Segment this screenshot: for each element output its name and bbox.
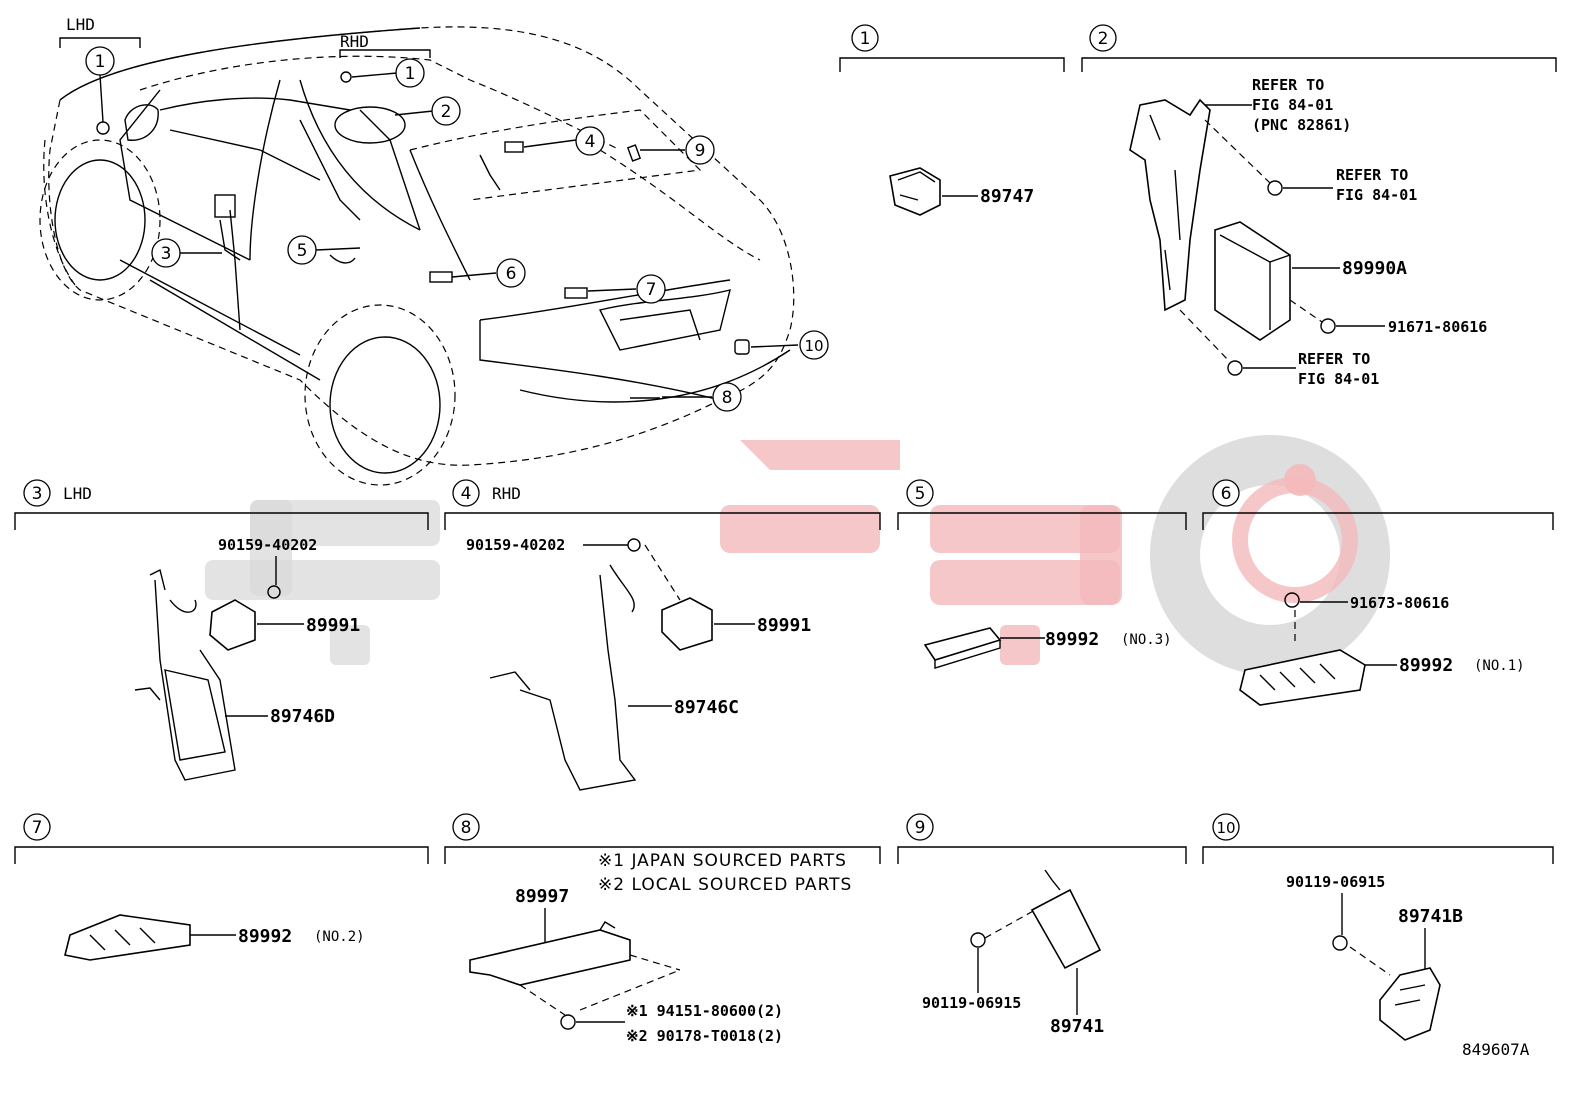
part-89990A-label: 89990A xyxy=(1342,258,1407,279)
s8-legend-1: ※1 JAPAN SOURCED PARTS xyxy=(598,851,847,871)
section-7: 7 89992 (NO.2) xyxy=(14,813,429,961)
refer-1-line-3: (PNC 82861) xyxy=(1252,116,1351,134)
section-7-number: 7 xyxy=(32,818,43,838)
refer-3-line-2: FIG 84-01 xyxy=(1298,370,1379,388)
figure-code: 849607A xyxy=(1462,1040,1530,1059)
s9-part-89741-shape xyxy=(1030,888,1102,970)
callout-5: 5 xyxy=(287,235,317,265)
refer-2-line-2: FIG 84-01 xyxy=(1336,186,1417,204)
callout-1-rhd: 1 xyxy=(395,58,425,88)
svg-text:5: 5 xyxy=(297,241,308,261)
s3-part-89991-shape xyxy=(209,599,256,651)
part-91671-80616-label: 91671-80616 xyxy=(1388,318,1487,336)
s7-part-89992-label: 89992 xyxy=(238,926,292,947)
section-4-title: RHD xyxy=(492,484,521,503)
s3-part-90159-40202-label: 90159-40202 xyxy=(218,536,317,554)
s5-note: (NO.3) xyxy=(1121,632,1172,648)
section-3: 3 LHD 90159-40202 89991 89746D xyxy=(14,479,429,781)
refer-1-line-2: FIG 84-01 xyxy=(1252,96,1333,114)
part-89747-label: 89747 xyxy=(980,186,1034,207)
svg-text:1: 1 xyxy=(405,64,416,84)
callout-8: 8 xyxy=(712,382,742,412)
s8-part-89997-label: 89997 xyxy=(515,886,569,907)
watermark-logo xyxy=(205,435,1390,675)
s5-part-89992-label: 89992 xyxy=(1045,629,1099,650)
s8-fastener-2: ※2 90178-T0018(2) xyxy=(626,1027,783,1045)
s9-part-90119-06915-label: 90119-06915 xyxy=(922,994,1021,1012)
vehicle-overview: LHD RHD 1 1 2 3 4 5 6 7 8 9 10 xyxy=(39,15,829,486)
refer-3-line-1: REFER TO xyxy=(1298,350,1370,368)
s3-part-89991-label: 89991 xyxy=(306,615,360,636)
callout-10: 10 xyxy=(799,330,829,360)
section-1-number: 1 xyxy=(860,29,871,49)
section-3-title: LHD xyxy=(63,484,92,503)
bracket-shape xyxy=(1129,98,1211,312)
s4-part-89991-label: 89991 xyxy=(757,615,811,636)
callout-1-lhd: 1 xyxy=(85,46,115,76)
s4-part-89746C-label: 89746C xyxy=(674,697,739,718)
callout-4: 4 xyxy=(575,126,605,156)
refer-2-line-1: REFER TO xyxy=(1336,166,1408,184)
section-5-number: 5 xyxy=(915,484,926,504)
svg-text:3: 3 xyxy=(161,244,172,264)
s3-part-89746D-label: 89746D xyxy=(270,706,335,727)
s8-legend-2: ※2 LOCAL SOURCED PARTS xyxy=(598,875,852,895)
s9-part-89741-label: 89741 xyxy=(1050,1016,1104,1037)
section-6: 6 91673-80616 89992 (NO.1) xyxy=(1202,479,1554,706)
s5-part-89992-shape xyxy=(923,627,1002,661)
callout-9: 9 xyxy=(685,135,715,165)
s10-part-89741B-shape xyxy=(1379,967,1441,1041)
s7-part-89992-shape xyxy=(64,914,191,961)
s6-note: (NO.1) xyxy=(1474,658,1525,674)
section-10: 10 90119-06915 89741B xyxy=(1202,813,1554,1041)
refer-1-line-1: REFER TO xyxy=(1252,76,1324,94)
s6-part-89992-shape xyxy=(1239,649,1366,706)
svg-text:7: 7 xyxy=(646,280,657,300)
svg-text:10: 10 xyxy=(804,337,823,355)
callout-3: 3 xyxy=(151,238,181,268)
s8-part-89997-shape xyxy=(469,929,631,986)
svg-text:2: 2 xyxy=(441,102,452,122)
section-6-number: 6 xyxy=(1221,484,1232,504)
s7-note: (NO.2) xyxy=(314,929,365,945)
svg-text:1: 1 xyxy=(95,52,106,72)
svg-text:4: 4 xyxy=(585,132,596,152)
s8-fastener-1: ※1 94151-80600(2) xyxy=(626,1002,783,1020)
svg-text:9: 9 xyxy=(695,141,706,161)
part-89747-shape xyxy=(889,167,941,216)
section-9-number: 9 xyxy=(915,818,926,838)
lhd-label: LHD xyxy=(66,15,95,34)
svg-text:6: 6 xyxy=(506,264,517,284)
s6-part-89992-label: 89992 xyxy=(1399,655,1453,676)
section-4-number: 4 xyxy=(461,484,472,504)
rhd-label: RHD xyxy=(340,32,369,51)
s6-part-91673-80616-label: 91673-80616 xyxy=(1350,594,1449,612)
s10-part-89741B-label: 89741B xyxy=(1398,906,1463,927)
section-8: 8 ※1 JAPAN SOURCED PARTS ※2 LOCAL SOURCE… xyxy=(444,813,881,1045)
section-10-number: 10 xyxy=(1216,819,1235,837)
section-8-number: 8 xyxy=(461,818,472,838)
s4-part-89991-shape xyxy=(661,597,713,651)
section-9: 9 90119-06915 89741 xyxy=(897,813,1187,1037)
section-2: 2 REFER TO FIG 84-01 (PNC 82861) REFER T… xyxy=(1081,24,1557,388)
section-2-number: 2 xyxy=(1098,29,1109,49)
part-89990A-shape xyxy=(1214,221,1291,341)
s10-part-90119-06915-label: 90119-06915 xyxy=(1286,873,1385,891)
section-1: 1 89747 xyxy=(839,24,1065,216)
callout-2: 2 xyxy=(431,96,461,126)
section-5: 5 89992 (NO.3) xyxy=(897,479,1187,669)
callout-7: 7 xyxy=(636,274,666,304)
s4-part-90159-40202-label: 90159-40202 xyxy=(466,536,565,554)
section-4: 4 RHD 90159-40202 89991 89746C xyxy=(444,479,881,791)
section-3-number: 3 xyxy=(32,484,43,504)
svg-text:8: 8 xyxy=(722,388,733,408)
callout-6: 6 xyxy=(496,258,526,288)
